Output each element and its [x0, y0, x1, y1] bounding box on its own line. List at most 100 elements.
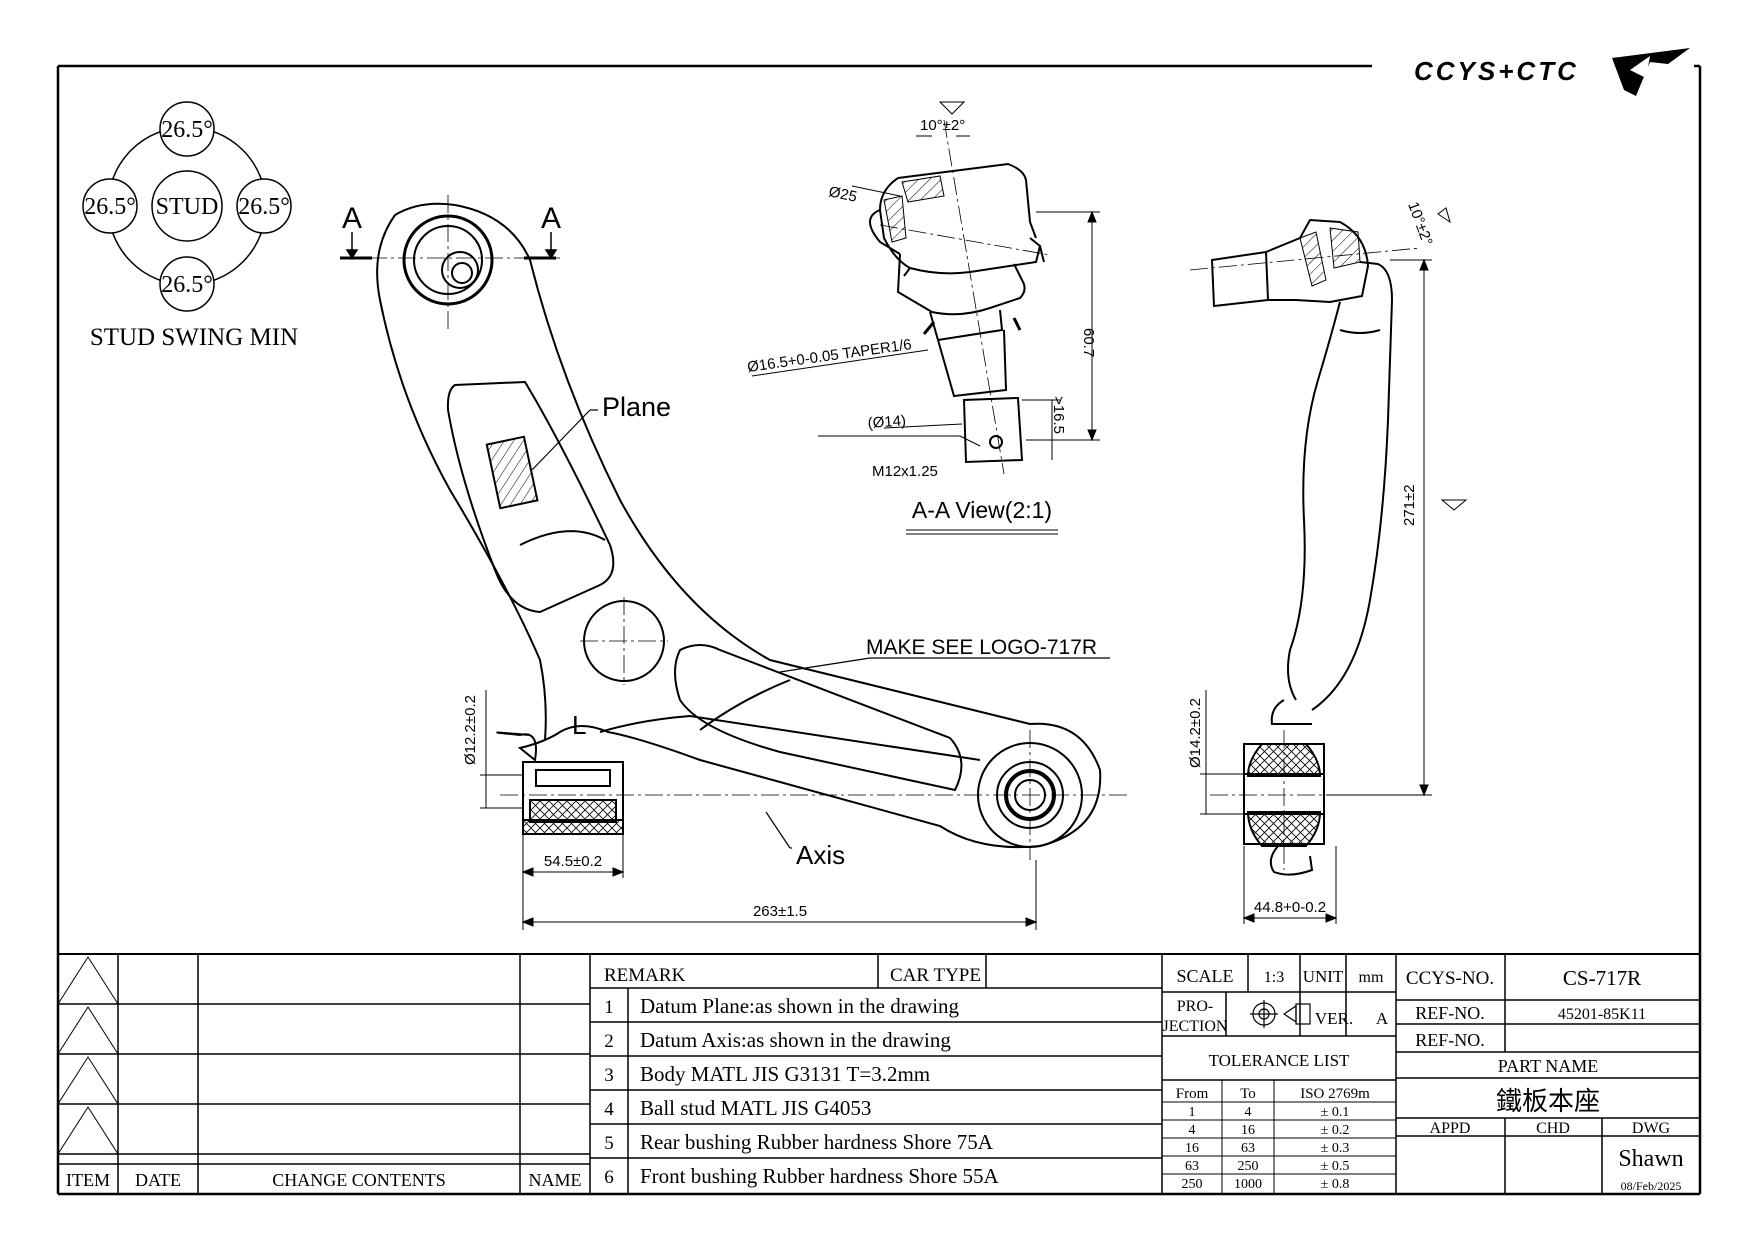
swing-angle-top: 26.5°: [161, 117, 213, 143]
ref-no-label: REF-NO.: [1415, 1003, 1485, 1023]
brand-logo: CCYS+CTC: [1414, 48, 1690, 96]
logo-note: MAKE SEE LOGO-717R: [866, 636, 1097, 659]
unit-label: UNIT: [1303, 967, 1344, 986]
side-dimensions: [1200, 207, 1468, 924]
tol-row-4-from: 63: [1185, 1159, 1199, 1174]
section-taper: Ø16.5+0-0.05 TAPER1/6: [746, 336, 913, 376]
tol-row-3-value: ± 0.3: [1321, 1141, 1350, 1156]
axis-label: Axis: [796, 840, 845, 870]
swing-angle-right: 26.5°: [238, 194, 290, 220]
tolerance-title: TOLERANCE LIST: [1209, 1051, 1350, 1070]
remark-5-no: 5: [604, 1133, 614, 1154]
ver-label: VER.: [1315, 1009, 1353, 1028]
remark-4-text: Ball stud MATL JIS G4053: [640, 1096, 871, 1120]
tol-row-3-to: 63: [1241, 1141, 1255, 1156]
chd-label: CHD: [1536, 1120, 1570, 1137]
ref-no-value: 45201-85K11: [1558, 1006, 1646, 1023]
section-height: 60.7: [1080, 328, 1097, 357]
projection-symbol: [1250, 1000, 1311, 1028]
remark-6-no: 6: [604, 1167, 614, 1188]
tol-row-5-value: ± 0.8: [1321, 1177, 1350, 1192]
side-bush-width: 44.8+0-0.2: [1254, 899, 1326, 916]
tol-row-1-to: 4: [1245, 1105, 1252, 1120]
tol-row-2-from: 4: [1189, 1123, 1196, 1138]
unit-value: mm: [1359, 969, 1384, 986]
dwg-date: 08/Feb/2025: [1621, 1179, 1682, 1193]
remark-3-no: 3: [604, 1065, 614, 1086]
section-mark-right: A: [541, 202, 561, 235]
side-bush-dia: Ø14.2±0.2: [1187, 698, 1204, 768]
side-height: 271±2: [1401, 484, 1418, 526]
tol-row-2-value: ± 0.2: [1321, 1123, 1350, 1138]
remark-2-no: 2: [604, 1031, 614, 1052]
section-angle: 10°±2°: [920, 117, 965, 134]
dim-bush-dia: Ø12.2±0.2: [462, 695, 479, 765]
tol-row-2-to: 16: [1241, 1123, 1255, 1138]
swing-angle-bottom: 26.5°: [161, 272, 213, 298]
ccys-no-label: CCYS-NO.: [1406, 968, 1494, 989]
section-dimensions: [751, 101, 1100, 535]
rev-header-name: NAME: [529, 1170, 582, 1190]
tol-row-1-from: 1: [1189, 1105, 1196, 1120]
side-angle: 10°±2°: [1404, 200, 1435, 248]
scale-label: SCALE: [1176, 966, 1233, 986]
section-title: A-A View(2:1): [912, 497, 1052, 523]
ref-no2-label: REF-NO.: [1415, 1030, 1485, 1050]
plane-label: Plane: [602, 392, 671, 422]
dwg-label: DWG: [1632, 1120, 1671, 1137]
rev-header-item: ITEM: [66, 1170, 110, 1190]
svg-text:CCYS+CTC: CCYS+CTC: [1414, 56, 1579, 86]
tol-header-to: To: [1240, 1086, 1256, 1102]
projection-label-1: PRO-: [1177, 998, 1213, 1015]
section-view-aa: [869, 162, 1045, 464]
swing-center-label: STUD: [156, 194, 219, 220]
section-dia-25: Ø25: [827, 183, 858, 206]
dwg-name: Shawn: [1618, 1146, 1683, 1172]
tol-row-5-from: 250: [1182, 1177, 1203, 1192]
section-mark-left: A: [342, 202, 362, 235]
section-centerlines: [879, 119, 1051, 475]
rev-header-change: CHANGE CONTENTS: [272, 1170, 446, 1190]
dim-length: 263±1.5: [753, 903, 807, 920]
projection-label-2: JECTION: [1163, 1018, 1228, 1035]
remark-3-text: Body MATL JIS G3131 T=3.2mm: [640, 1062, 930, 1086]
sheet-border: [56, 64, 1702, 1196]
remark-2-text: Datum Axis:as shown in the drawing: [640, 1028, 951, 1052]
remark-1-text: Datum Plane:as shown in the drawing: [640, 994, 960, 1018]
tol-row-3-from: 16: [1185, 1141, 1199, 1156]
tol-row-4-to: 250: [1238, 1159, 1259, 1174]
section-thread: M12x1.25: [872, 463, 938, 480]
dimensions-main: [480, 690, 1038, 930]
part-name-value: 鐵板本座: [1496, 1087, 1600, 1116]
centerlines-main: [340, 195, 1130, 860]
part-name-label: PART NAME: [1498, 1056, 1598, 1076]
leaders-main: [531, 409, 1110, 849]
appd-label: APPD: [1430, 1120, 1471, 1137]
scale-value: 1:3: [1264, 969, 1284, 986]
tol-row-5-to: 1000: [1234, 1177, 1262, 1192]
title-block-grid: [57, 953, 1700, 1194]
section-marks: [340, 232, 558, 260]
ver-value: A: [1376, 1009, 1389, 1028]
section-dia-14: (Ø14): [867, 412, 906, 432]
dim-bush-width: 54.5±0.2: [544, 853, 602, 870]
tol-row-4-value: ± 0.5: [1321, 1159, 1350, 1174]
remark-header: REMARK: [604, 965, 686, 986]
stud-swing-caption: STUD SWING MIN: [90, 324, 298, 351]
stud-swing-diagram: [82, 101, 292, 312]
tol-row-1-value: ± 0.1: [1321, 1105, 1350, 1120]
side-view: [1210, 218, 1394, 876]
remark-6-text: Front bushing Rubber hardness Shore 55A: [640, 1164, 1000, 1188]
tol-header-iso: ISO 2769m: [1300, 1086, 1370, 1102]
tol-header-from: From: [1176, 1086, 1209, 1102]
ccys-no-value: CS-717R: [1563, 966, 1641, 990]
swing-angle-left: 26.5°: [84, 194, 136, 220]
remark-4-no: 4: [604, 1099, 614, 1120]
car-type-label: CAR TYPE: [890, 965, 981, 986]
section-thread-len: >16.5: [1050, 396, 1067, 434]
remark-5-text: Rear bushing Rubber hardness Shore 75A: [640, 1130, 994, 1154]
l-mark: L: [572, 710, 586, 740]
rev-header-date: DATE: [135, 1170, 181, 1190]
remark-1-no: 1: [604, 997, 614, 1018]
